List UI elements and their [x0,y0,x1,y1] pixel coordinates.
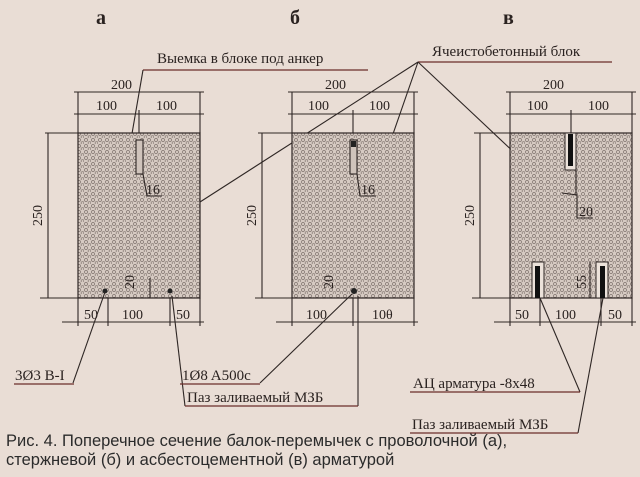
dim-100-right: 100 [369,99,390,114]
dim-100-right: 100 [156,99,177,114]
callout-anchor-groove: Выемка в блоке под анкер [157,51,323,67]
dim-250: 250 [31,205,46,226]
dim-20: 20 [123,275,138,289]
ac-rebar-left [535,266,540,298]
caption-line-1: Рис. 4. Поперечное сечение балок-перемыч… [6,432,508,450]
wire-rebar-dot [167,288,173,294]
dim-100-left: 100 [527,99,548,114]
callout-wire-rebar: 3Ø3 B-I [15,368,65,384]
dim-200: 200 [111,78,132,93]
heading-b: б [290,7,300,29]
figure-caption: Рис. 4. Поперечное сечение балок-перемыч… [6,432,507,470]
heading-c: в [503,7,514,29]
caption-line-2: стержневой (б) и асбестоцементной (в) ар… [6,451,395,469]
callout-groove-c: Паз заливаемый МЗБ [412,417,548,433]
dim-55: 55 [575,275,590,289]
dim-100-left-bottom: 100 [306,308,327,323]
dim-50-left: 50 [84,308,98,323]
dim-16: 16 [146,183,160,198]
section-c: 200 100 100 250 20 55 50 100 50 [463,78,636,326]
callout-aerated-block: Ячеистобетонный блок [432,44,581,60]
section-a: 200 100 100 250 16 20 50 100 50 [31,78,204,326]
dim-250: 250 [245,205,260,226]
callout-groove-a: Паз заливаемый МЗБ [187,390,323,406]
dim-50-right: 50 [176,308,190,323]
dim-100-left: 100 [96,99,117,114]
dim-50-left: 50 [515,308,529,323]
dim-50-right: 50 [608,308,622,323]
dim-20: 20 [579,205,593,220]
callout-rod-rebar: 1Ø8 A500c [182,368,251,384]
rod-rebar-dot [351,288,357,294]
dim-100-right: 100 [588,99,609,114]
section-b: 200 100 100 250 16 20 100 10θ [245,78,418,326]
callout-ac-rebar: АЦ арматура -8x48 [413,376,535,392]
dim-250: 250 [463,205,478,226]
dim-100-right-bottom: 10θ [372,308,393,323]
dim-100-mid: 100 [122,308,143,323]
dim-200: 200 [543,78,564,93]
wire-rebar-dot [102,288,108,294]
ac-rebar-right [600,266,605,298]
dim-16: 16 [361,183,375,198]
dim-100-mid: 100 [555,308,576,323]
ac-rebar-top [568,134,573,166]
dim-100-left: 100 [308,99,329,114]
dim-200: 200 [325,78,346,93]
dim-20: 20 [322,275,337,289]
heading-a: а [96,7,106,29]
